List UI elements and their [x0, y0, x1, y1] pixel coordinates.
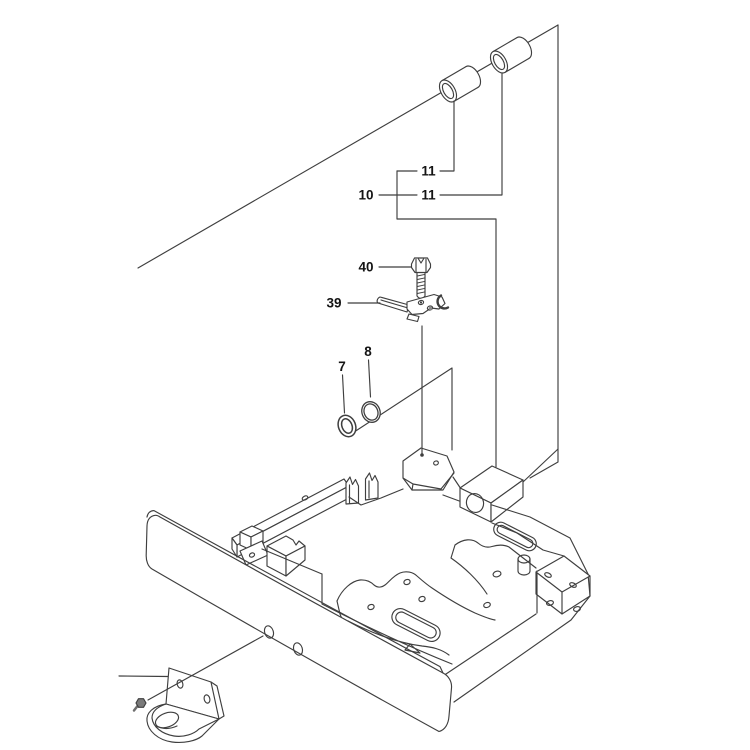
- leader-11-upper: [396, 100, 455, 172]
- frame-assembly: [145, 447, 591, 733]
- callout-10: 10: [358, 188, 373, 203]
- bumper-face: [145, 514, 453, 733]
- mounting-bracket: [118, 635, 264, 743]
- rail-hole: [301, 495, 309, 501]
- upper-slot: [493, 521, 537, 552]
- bushing-lower: [438, 65, 482, 103]
- bracket-bolt: [132, 698, 147, 712]
- callout-labels: 11 10 11 40 39 7 8: [326, 164, 436, 375]
- right-plate: [450, 504, 591, 609]
- bushing-upper: [489, 36, 533, 74]
- bore-block: [459, 465, 524, 523]
- notched-tabs: [345, 472, 463, 506]
- clamp-plate: [376, 293, 450, 323]
- bushings: [438, 36, 533, 103]
- callout-39: 39: [326, 296, 341, 311]
- callout-leaders: [341, 73, 503, 457]
- leader-7: [341, 374, 346, 414]
- callout-11-lower: 11: [421, 188, 436, 203]
- bumper-top-face: [146, 510, 444, 674]
- clamp-body: [406, 293, 446, 316]
- locating-peg: [517, 554, 531, 576]
- rail-mount-blocks: [239, 525, 306, 577]
- clamp-tab: [406, 313, 420, 323]
- leader-8: [367, 359, 372, 398]
- bracket-hole-1: [176, 679, 184, 689]
- flange-hole: [248, 552, 256, 558]
- clamp-arm: [376, 296, 410, 313]
- floor-gusset: [261, 548, 496, 665]
- bumper-hole-left: [263, 625, 275, 639]
- clamp-c-hook: [436, 294, 450, 310]
- seat-dot: [420, 453, 424, 457]
- clamp-seat-block: [402, 447, 455, 491]
- alignment-lines: [137, 24, 559, 468]
- leader-11-lower: [378, 73, 503, 196]
- floor-slot: [391, 607, 441, 643]
- bolt-head: [410, 257, 432, 274]
- hex-bolt: [410, 257, 432, 300]
- callout-7: 7: [338, 359, 346, 374]
- bore-hole: [465, 492, 485, 514]
- oring-axis-line: [347, 367, 453, 451]
- bolt-threads: [416, 273, 426, 294]
- assembly-drop-line: [396, 218, 497, 468]
- o-ring-right: [361, 401, 381, 423]
- bracket-oval-hole: [154, 711, 180, 729]
- seat-hole: [433, 460, 439, 466]
- callout-11-upper: 11: [421, 164, 436, 179]
- callout-8: 8: [364, 344, 372, 359]
- main-axis-line: [137, 24, 559, 269]
- gusset-back-plate: [450, 539, 537, 595]
- bumper-hole-right: [292, 642, 304, 656]
- front-bumper: [145, 510, 453, 733]
- bracket-leader-line: [118, 635, 264, 701]
- bushing-bore: [441, 82, 455, 100]
- o-rings: [337, 401, 381, 438]
- right-end-block: [442, 555, 591, 703]
- rear-right-rail: [522, 448, 559, 483]
- rear-wall-edges: [348, 476, 463, 506]
- o-ring-left: [337, 414, 357, 438]
- bushing-bore: [492, 53, 506, 71]
- callout-40: 40: [358, 260, 373, 275]
- clamp-hole-1: [417, 299, 425, 306]
- floor-edges: [261, 548, 453, 665]
- bracket-hole-2: [203, 694, 211, 704]
